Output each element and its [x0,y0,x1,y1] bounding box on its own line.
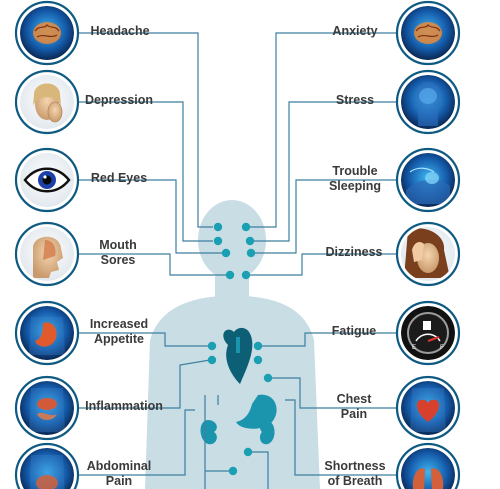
svg-text:E: E [412,345,416,351]
symptom-label-abdominal-pain: Abdominal Pain [86,459,152,488]
symptom-label-red-eyes: Red Eyes [90,171,148,185]
connector-line [77,179,224,254]
abdomen-icon [14,442,80,489]
connector-dot [241,222,251,232]
connector-line [77,359,211,409]
connector-line [77,32,213,228]
connector-line [251,101,398,242]
heart-icon [395,375,461,441]
body-silhouette [145,200,320,489]
connector-dots [207,222,273,476]
symptom-label-stress: Stress [335,93,375,107]
organs-icon [14,375,80,441]
connector-dot [241,270,251,280]
connector-line [248,451,269,489]
connector-line [77,101,213,242]
symptom-label-anxiety: Anxiety [332,24,378,38]
connector-line [247,253,398,276]
connector-line [251,179,398,254]
symptom-label-fatigue: Fatigue [331,324,377,338]
connector-line [77,253,230,276]
brain-icon [395,0,461,66]
connector-lines [77,32,398,489]
connector-dot [243,447,253,457]
head-scan-icon [395,69,461,135]
symptom-label-dizziness: Dizziness [325,245,383,259]
connector-line [258,332,398,347]
lungs-icon [395,442,461,489]
stomach-icon [14,300,80,366]
sad-face-icon [14,69,80,135]
kidney-organ-right [259,420,275,445]
symptom-label-chest-pain: Chest Pain [336,392,372,421]
headache-face-icon [395,221,461,287]
connector-dot [213,236,223,246]
symptom-label-depression: Depression [84,93,154,107]
connector-line [285,399,398,476]
connector-dot [245,236,255,246]
connector-dot [253,341,263,351]
connector-dot [225,270,235,280]
connector-line [77,409,195,476]
connector-dot [207,355,217,365]
symptom-label-increased-appetite: Increased Appetite [89,317,149,346]
svg-text:F: F [440,345,444,351]
mouth-icon [14,221,80,287]
connector-dot [228,466,238,476]
connector-dot [246,248,256,258]
sleeping-icon [395,147,461,213]
connector-dot [263,373,273,383]
connector-dot [207,341,217,351]
heart-organ [223,327,253,384]
symptom-label-mouth-sores: Mouth Sores [99,238,137,267]
symptom-label-inflammation: Inflammation [85,399,163,413]
symptom-label-shortness-of-breath: Shortness of Breath [324,459,386,488]
connector-dot [253,355,263,365]
brain-icon [14,0,80,66]
connector-line [77,332,210,347]
symptom-label-headache: Headache [90,24,150,38]
connector-line [268,377,398,409]
symptom-label-trouble-sleeping: Trouble Sleeping [328,164,382,193]
connector-dot [221,248,231,258]
connector-dot [213,222,223,232]
connector-line [247,32,398,228]
eye-icon [14,147,80,213]
